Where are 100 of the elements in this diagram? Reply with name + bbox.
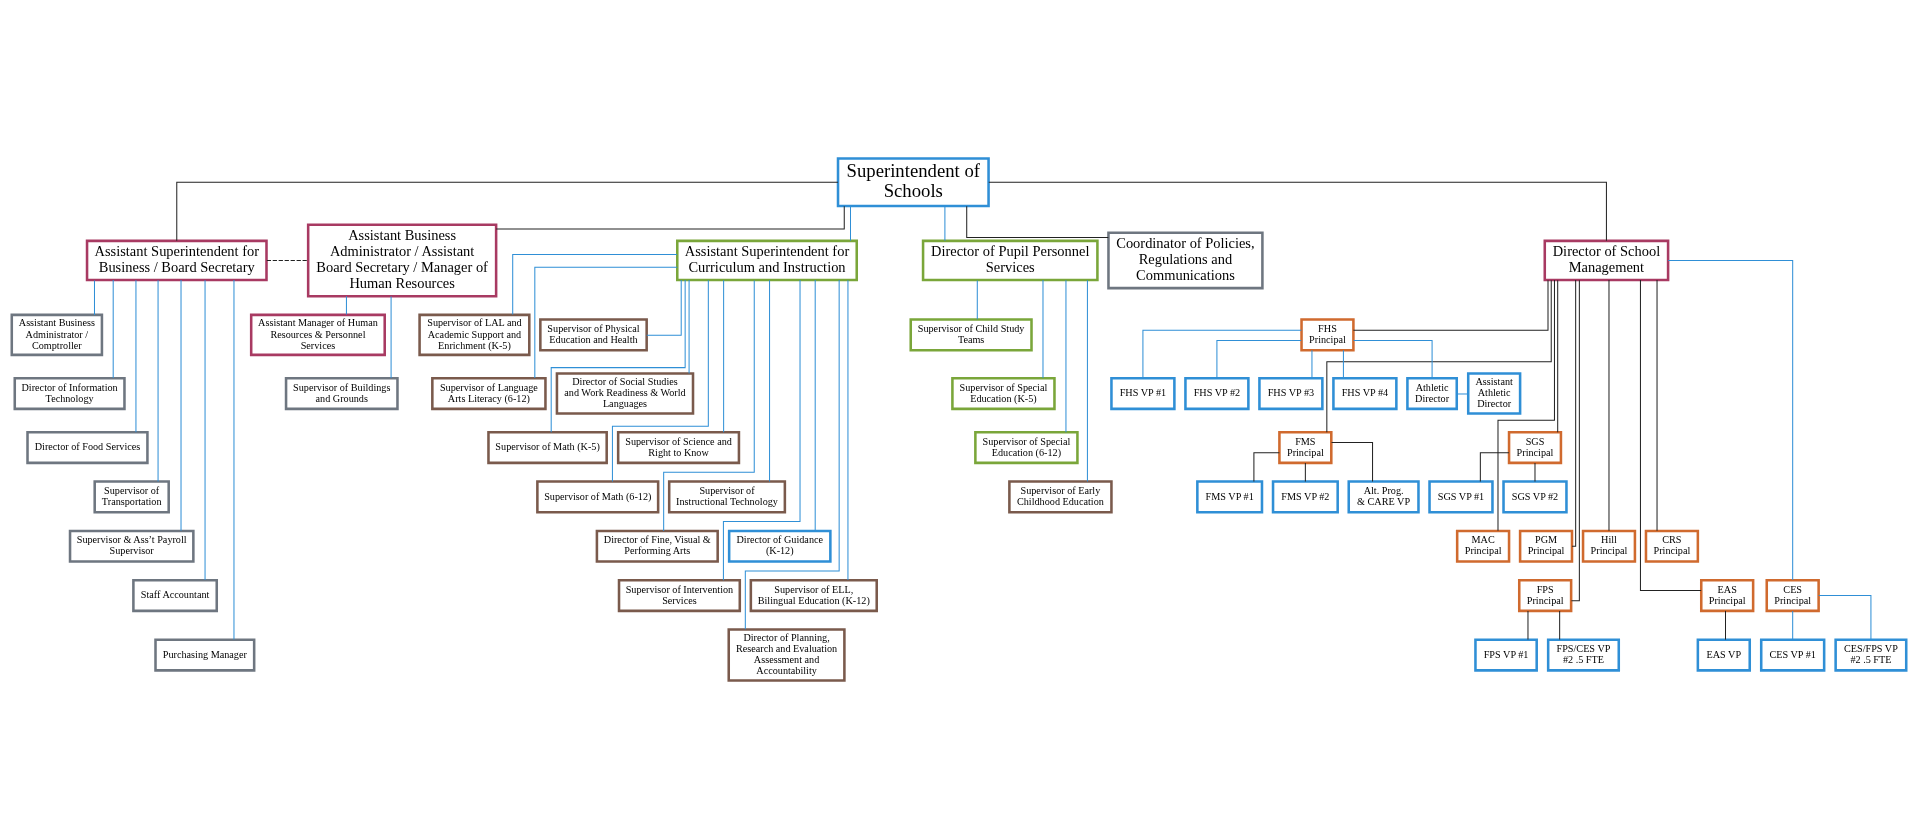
node-box: Superintendent of Schools bbox=[836, 157, 990, 208]
connector bbox=[663, 279, 755, 532]
node-box: Assistant Superintendent for Business / Board Secretary bbox=[85, 239, 268, 282]
node-box: FHS VP #1 bbox=[1110, 376, 1176, 411]
node-box: Supervisor of Math (6-12) bbox=[536, 480, 660, 514]
node-box: EAS VP bbox=[1696, 638, 1751, 672]
node-box: FHS VP #4 bbox=[1332, 376, 1398, 411]
connector bbox=[1456, 393, 1469, 395]
connector bbox=[176, 181, 839, 242]
node-box: FHS Principal bbox=[1300, 318, 1355, 352]
connector bbox=[1608, 279, 1610, 532]
node-box: Coordinator of Policies, Regulations and Communications bbox=[1107, 231, 1264, 290]
connector bbox=[1253, 452, 1280, 482]
node-box: SGS Principal bbox=[1507, 431, 1563, 465]
connector bbox=[1725, 610, 1726, 641]
connector bbox=[966, 205, 1109, 238]
connector bbox=[390, 295, 392, 379]
connector bbox=[266, 259, 309, 261]
connector bbox=[534, 266, 678, 379]
node-box: Supervisor of Instructional Technology bbox=[667, 480, 787, 514]
connector bbox=[1527, 610, 1529, 641]
node-box: Purchasing Manager bbox=[154, 638, 256, 672]
node-box: FPS VP #1 bbox=[1474, 638, 1538, 672]
connector bbox=[850, 205, 851, 242]
node-box: Director of Information Technology bbox=[13, 376, 126, 411]
node-box: Supervisor of Math (K-5) bbox=[487, 431, 608, 465]
node-box: FMS VP #1 bbox=[1196, 480, 1264, 514]
connector bbox=[744, 279, 840, 630]
node-box: Director of School Management bbox=[1543, 239, 1670, 282]
connector bbox=[157, 279, 159, 482]
connector bbox=[814, 279, 816, 532]
connector bbox=[1042, 279, 1044, 379]
connector bbox=[1311, 349, 1313, 379]
connector bbox=[1667, 259, 1794, 581]
node-box: CES Principal bbox=[1765, 578, 1820, 613]
connector bbox=[1304, 462, 1306, 482]
node-box: Director of Fine, Visual & Performing Arts bbox=[595, 529, 719, 563]
node-box: Director of Planning, Research and Evaluation Assessment and Accountability bbox=[727, 628, 846, 682]
connector bbox=[1571, 279, 1577, 547]
connector bbox=[93, 279, 95, 316]
node-box: CES VP #1 bbox=[1759, 638, 1826, 672]
connector bbox=[1331, 441, 1374, 482]
node-box: CRS Principal bbox=[1644, 529, 1700, 563]
connector bbox=[611, 279, 709, 483]
node-box: FHS VP #2 bbox=[1184, 376, 1250, 411]
connector bbox=[646, 279, 682, 336]
connector bbox=[1818, 595, 1872, 641]
connector bbox=[769, 279, 771, 482]
node-box: EAS Principal bbox=[1700, 578, 1755, 613]
connector bbox=[233, 279, 235, 640]
connector bbox=[1142, 329, 1302, 379]
node-box: PGM Principal bbox=[1518, 529, 1574, 563]
node-box: Assistant Business Administrator / Assistant Board Secretary / Manager of Human Resources bbox=[306, 223, 498, 298]
node-box: Director of Food Services bbox=[26, 431, 149, 465]
node-box: FMS VP #2 bbox=[1271, 480, 1339, 514]
connector bbox=[1342, 349, 1344, 379]
connector bbox=[1559, 610, 1561, 641]
connector bbox=[988, 181, 1607, 242]
node-box: Director of Social Studies and Work Readiness & World Languages bbox=[555, 372, 695, 415]
node-box: Supervisor of Buildings and Grounds bbox=[284, 376, 399, 411]
node-box: Hill Principal bbox=[1581, 529, 1637, 563]
node-box: FMS Principal bbox=[1278, 431, 1333, 465]
node-box: CES/FPS VP #2 .5 FTE bbox=[1834, 638, 1908, 672]
connector bbox=[1216, 339, 1302, 379]
connector bbox=[495, 205, 845, 230]
connector bbox=[944, 205, 946, 242]
node-box: Alt. Prog. & CARE VP bbox=[1347, 480, 1420, 514]
node-box: Supervisor of Transportation bbox=[93, 480, 170, 514]
node-box: Staff Accountant bbox=[132, 578, 218, 613]
connector bbox=[1065, 279, 1067, 433]
node-box: FPS/CES VP #2 .5 FTE bbox=[1546, 638, 1621, 672]
node-box: Assistant Manager of Human Resources & Personnel Services bbox=[249, 313, 386, 357]
node-box: Supervisor of Early Childhood Education bbox=[1008, 480, 1113, 514]
connector bbox=[1792, 610, 1794, 641]
connector bbox=[688, 279, 690, 374]
node-box: Director of Guidance (K-12) bbox=[727, 529, 832, 563]
connector bbox=[847, 279, 849, 581]
node-box: FHS VP #3 bbox=[1258, 376, 1324, 411]
connector bbox=[1352, 279, 1549, 331]
connector bbox=[550, 279, 686, 433]
node-box: MAC Principal bbox=[1455, 529, 1511, 563]
node-box: Supervisor of Intervention Services bbox=[617, 578, 742, 613]
node-box: Supervisor of Child Study Teams bbox=[909, 318, 1033, 352]
node-box: Supervisor & Ass’t Payroll Supervisor bbox=[68, 529, 195, 563]
connector bbox=[1656, 279, 1658, 532]
node-box: Athletic Director bbox=[1406, 376, 1458, 411]
connector bbox=[976, 279, 978, 320]
connector bbox=[1326, 279, 1552, 433]
node-box: Supervisor of Language Arts Literacy (6-12) bbox=[431, 376, 547, 411]
connector bbox=[1557, 279, 1559, 433]
node-box: Assistant Business Administrator / Comptroller bbox=[10, 313, 104, 357]
node-box: FPS Principal bbox=[1518, 578, 1573, 613]
connector bbox=[204, 279, 206, 581]
connector bbox=[135, 279, 137, 433]
connector bbox=[345, 295, 347, 316]
connector bbox=[512, 254, 678, 316]
connector bbox=[722, 279, 801, 581]
connector bbox=[1570, 279, 1580, 602]
connector bbox=[723, 279, 725, 433]
node-box: SGS VP #1 bbox=[1428, 480, 1494, 514]
